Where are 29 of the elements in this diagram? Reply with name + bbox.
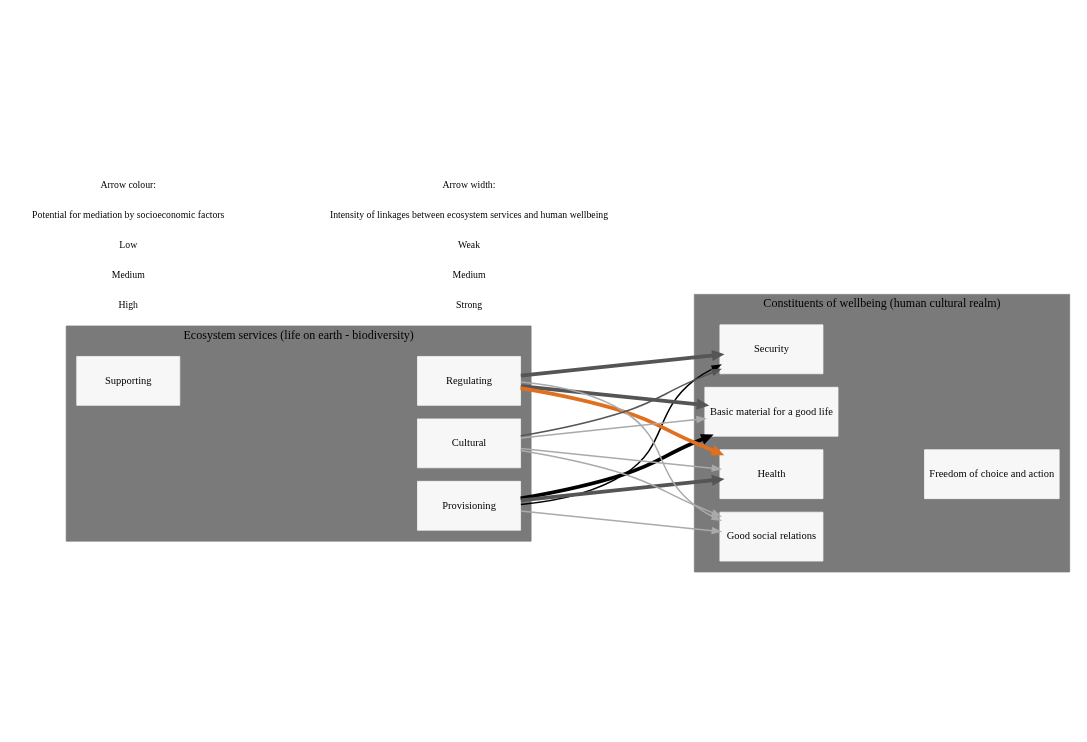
arrow [520, 383, 710, 410]
node-box: Good social relations [719, 511, 824, 561]
arrow [520, 447, 723, 472]
arrow [519, 368, 722, 437]
legend-label: Medium [111, 268, 145, 280]
label: Arrow width: [442, 178, 496, 190]
legend-label: Low [119, 238, 138, 250]
legend-label: High [118, 298, 139, 310]
node-box: Cultural [417, 418, 521, 468]
arrow [520, 433, 714, 500]
legend-label: Medium [452, 268, 486, 280]
node-box: Basic material for a good life [704, 386, 839, 437]
arrow [520, 474, 725, 502]
node-box: Health [719, 448, 824, 499]
node-box: Security [719, 324, 824, 374]
node-box: Provisioning [417, 480, 521, 531]
node-box: Regulating [417, 355, 521, 406]
label: Arrow colour: [100, 178, 157, 190]
arrow [520, 415, 707, 439]
arrow [520, 349, 725, 377]
arrow [520, 385, 725, 455]
node-box: Supporting [76, 355, 181, 406]
legend-label: Strong [456, 298, 483, 310]
label: Intensity of linkages between ecosystem services and human wellbeing [329, 208, 609, 220]
arrow [520, 363, 722, 505]
label: Potential for mediation by socioeconomic factors [32, 208, 225, 220]
legend-label: Weak [458, 238, 481, 250]
arrow [519, 449, 722, 517]
node-box: Freedom of choice and action [924, 448, 1060, 499]
